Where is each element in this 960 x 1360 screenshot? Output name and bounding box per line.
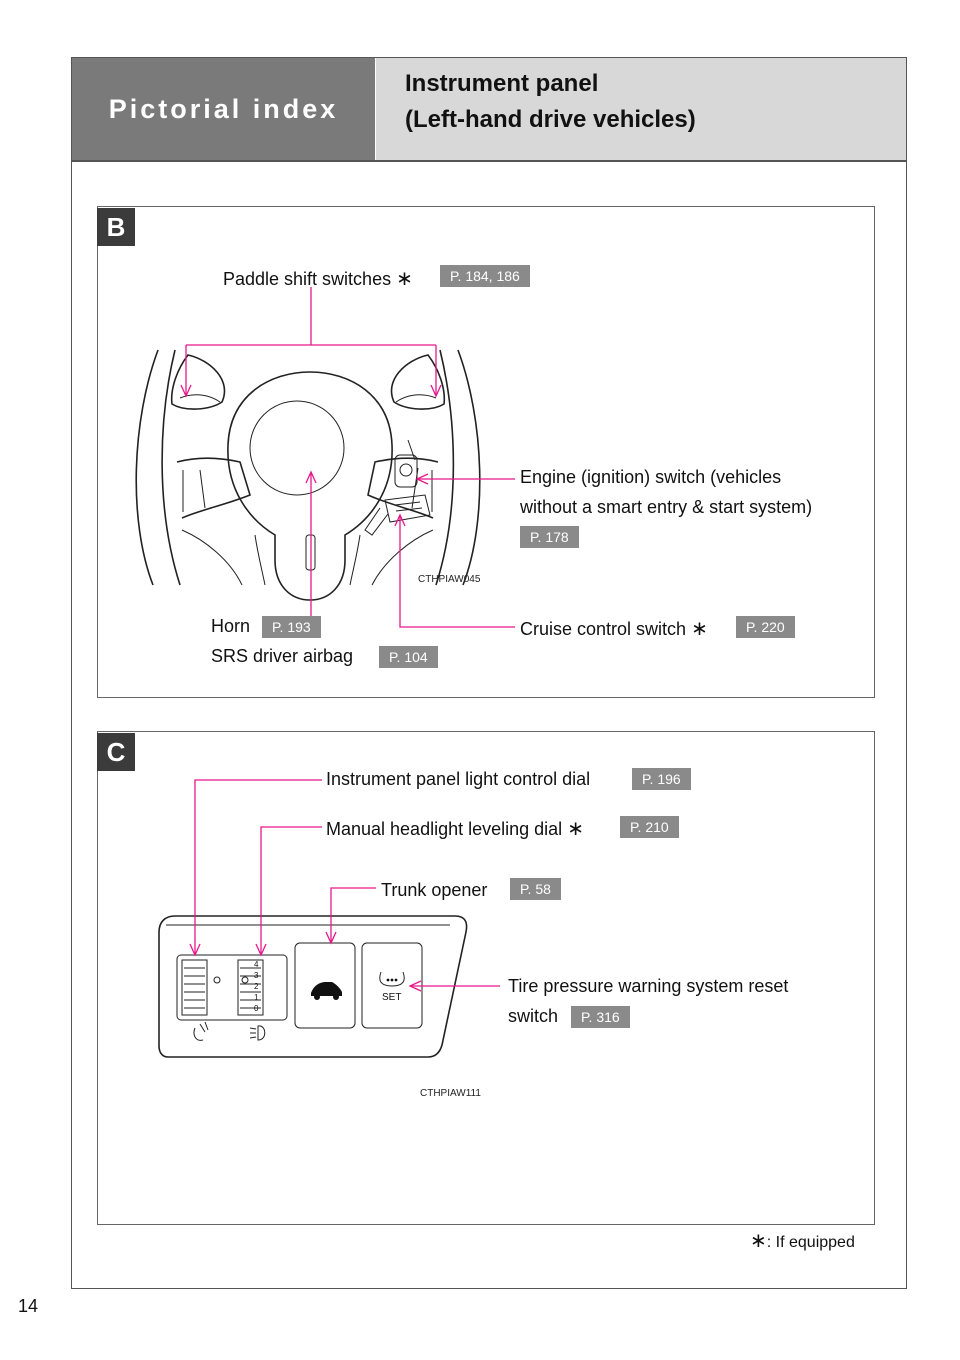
page-number: 14 — [18, 1296, 39, 1316]
if-equipped-star: ∗ — [691, 618, 708, 640]
page-title-line1: Instrument panel — [405, 70, 599, 97]
image-code-b: CTHPIAW045 — [418, 574, 481, 585]
airbag-label: SRS driver airbag — [211, 646, 354, 666]
page-title-line2: (Left-hand drive vehicles) — [405, 106, 696, 133]
engine-switch-label-line2: without a smart entry & start system) — [520, 497, 813, 517]
trunk-opener-label: Trunk opener — [381, 880, 488, 900]
panel-c-badge: C — [97, 733, 135, 771]
dial-number-4: 4 — [254, 960, 259, 969]
ref-airbag[interactable]: P. 104 — [379, 646, 438, 668]
panel-c — [97, 731, 875, 1225]
header-band — [376, 58, 906, 160]
tire-pressure-label-line1: Tire pressure warning system reset — [508, 976, 789, 996]
tire-pressure-label-line2: switch — [508, 1006, 559, 1026]
image-code-c: CTHPIAW111 — [420, 1088, 481, 1099]
dial-number-1: 1 — [254, 993, 259, 1002]
ref-horn[interactable]: P. 193 — [262, 616, 321, 638]
paddle-shift-label: Paddle shift switches ∗ — [223, 268, 413, 290]
if-equipped-star: ∗ — [396, 268, 413, 290]
panel-b-badge: B — [97, 208, 135, 246]
footnote: ∗: If equipped — [750, 1230, 855, 1252]
light-control-dial-label: Instrument panel light control dial — [326, 769, 591, 789]
headlight-leveling-label: Manual headlight leveling dial ∗ — [326, 818, 584, 840]
horn-label: Horn — [211, 616, 251, 636]
if-equipped-star: ∗ — [567, 818, 584, 840]
footnote-star: ∗ — [750, 1230, 767, 1252]
cruise-control-label: Cruise control switch ∗ — [520, 618, 708, 640]
ref-cruise-control[interactable]: P. 220 — [736, 616, 795, 638]
page-frame — [71, 57, 907, 1289]
ref-light-control-dial[interactable]: P. 196 — [632, 768, 691, 790]
ref-tire-pressure[interactable]: P. 316 — [571, 1006, 630, 1028]
ref-engine-switch[interactable]: P. 178 — [520, 526, 579, 548]
ref-headlight-leveling[interactable]: P. 210 — [620, 816, 679, 838]
panel-b — [97, 206, 875, 698]
dial-number-3: 3 — [254, 971, 259, 980]
dial-number-2: 2 — [254, 982, 259, 991]
section-tab: Pictorial index — [72, 58, 375, 160]
set-button-text: SET — [382, 992, 402, 1003]
ref-paddle-shift[interactable]: P. 184, 186 — [440, 265, 530, 287]
ref-trunk-opener[interactable]: P. 58 — [510, 878, 561, 900]
engine-switch-label-line1: Engine (ignition) switch (vehicles — [520, 467, 782, 487]
dial-number-0: 0 — [254, 1004, 259, 1013]
header-divider — [72, 160, 906, 162]
